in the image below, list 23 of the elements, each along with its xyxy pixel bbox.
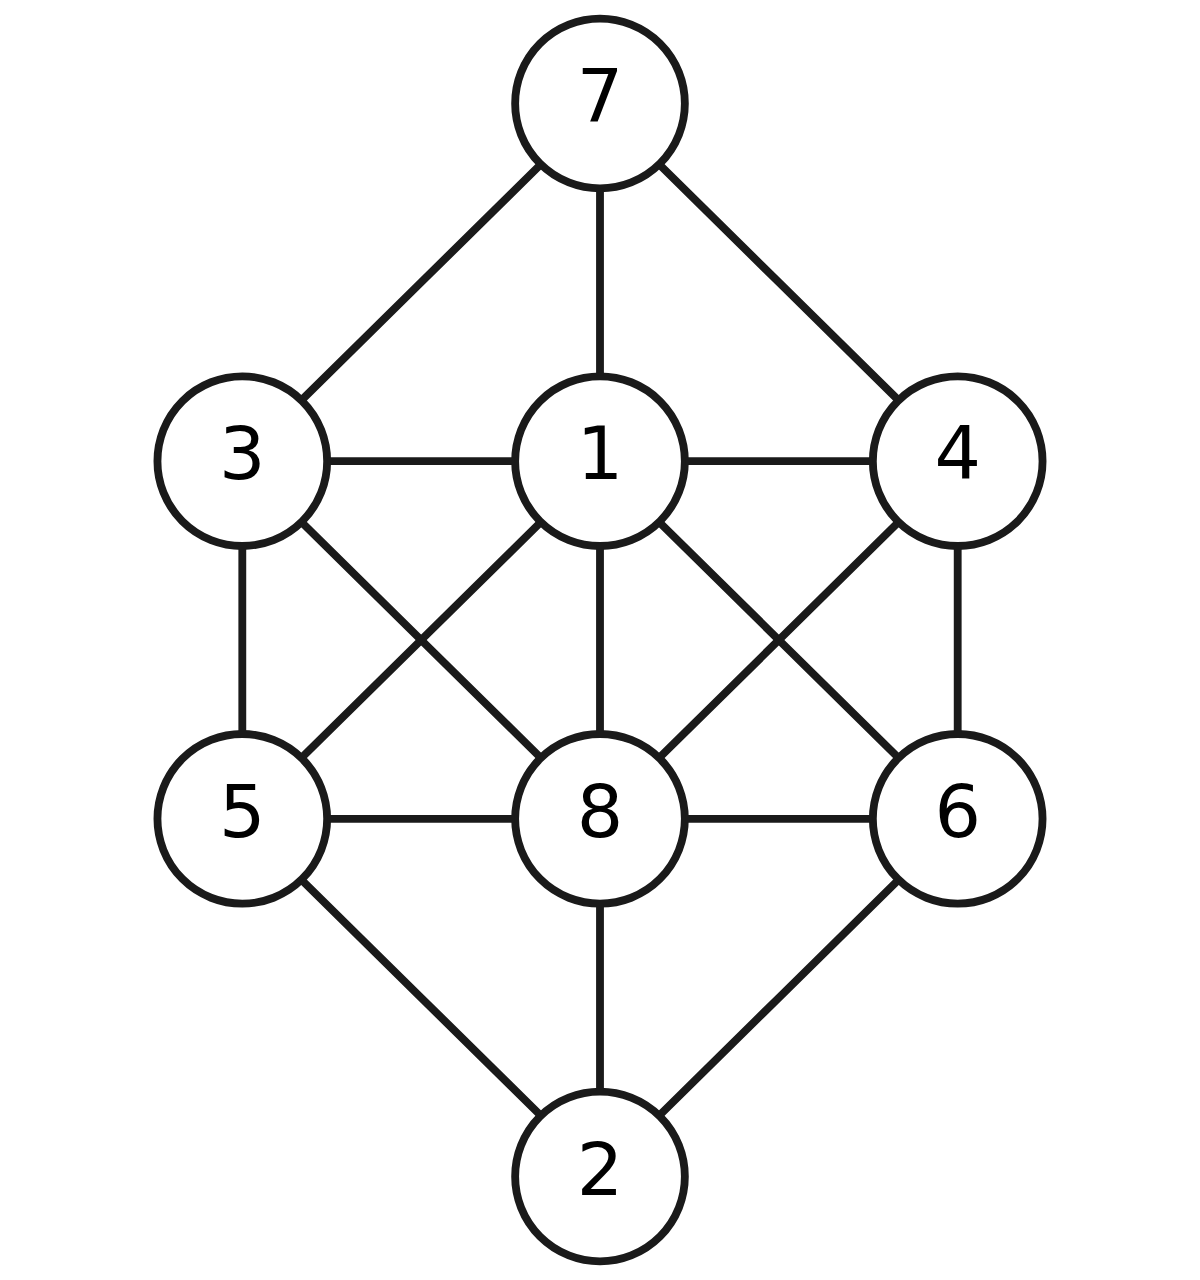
node-circle: 6 [868, 730, 1047, 908]
connector [299, 519, 543, 760]
node-circle: 3 [153, 372, 332, 550]
connector [657, 877, 901, 1118]
connector [596, 546, 604, 733]
connector [685, 814, 873, 823]
node-circle: 7 [511, 14, 689, 193]
connector [596, 904, 604, 1091]
connector [657, 519, 901, 760]
connector [299, 162, 543, 403]
connector [657, 162, 901, 403]
connector [238, 546, 247, 733]
connector [327, 814, 515, 823]
connector [299, 877, 543, 1118]
connector [685, 457, 873, 466]
node-circle: 1 [511, 372, 689, 550]
connector [596, 188, 604, 376]
node-circle: 2 [511, 1087, 689, 1266]
node-circle: 5 [153, 730, 332, 908]
node-circle: 4 [868, 372, 1047, 550]
node-circle: 8 [511, 730, 689, 908]
connector [327, 457, 515, 466]
connector [953, 546, 962, 733]
